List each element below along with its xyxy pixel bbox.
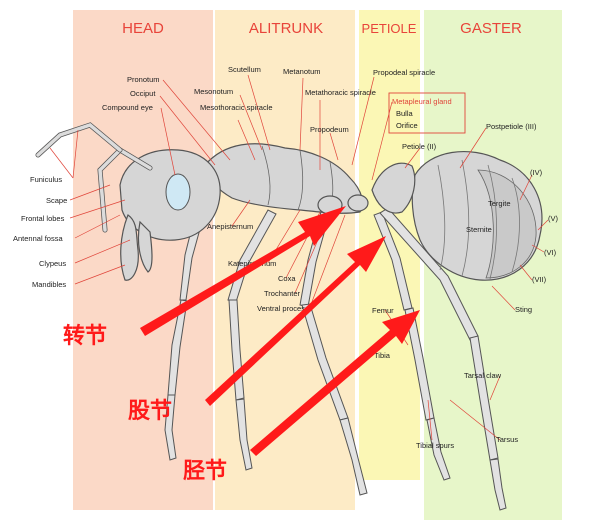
label-trochanter: Trochanter [264,289,300,298]
red-arrows [140,206,420,456]
label-postpetiole-iii: Postpetiole (III) [486,122,537,131]
head-header: HEAD [122,20,164,37]
annotation-trochanter: 转节 [63,323,107,349]
label-anepisternum: Anepisternum [207,222,253,231]
label-metathoracic-spiracle: Metathoracic spiracle [305,88,376,97]
label-mesothoracic-spiracle-text: Mesothoracic spiracle [200,103,273,112]
label-v: (V) [548,214,559,223]
label-tibia: Tibia [374,351,391,360]
label-pronotum: Pronotum [127,75,160,84]
annotation-tibia: 胫节 [183,459,227,484]
label-scape: Scape [46,196,67,205]
label-sting: Sting [515,305,532,314]
label-mandibles: Mandibles [32,280,66,289]
label-petiole-ii: Petiole (II) [402,142,437,151]
label-orifice: Orifice [396,121,418,130]
label-coxa: Coxa [278,274,296,283]
label-iv: (IV) [530,168,543,177]
label-funiculus: Funiculus [30,175,62,184]
label-tarsal-claw: Tarsal claw [464,371,502,380]
label-tarsus: Tarsus [496,435,518,444]
label-propodeum: Propodeum [310,125,349,134]
arrow-trochanter [140,206,346,336]
compound-eye-shape [165,173,191,211]
label-tergite: Tergite [488,199,511,208]
arrow-tibia [250,310,420,456]
petiole-shape [371,162,416,214]
label-vi: (VI) [544,248,557,257]
alitrunk-shape [204,143,364,214]
label-vii: (VII) [532,275,547,284]
label-femur: Femur [372,306,394,315]
gaster-segments [437,159,520,280]
antenna [35,122,153,233]
label-antennal-fossa: Antennal fossa [13,234,63,243]
alitrunk-header: ALITRUNK [249,20,323,37]
mandible-shape-2 [137,220,153,273]
arrow-femur [205,236,386,406]
label-scutellum: Scutellum [228,65,261,74]
label-metapleural-gland: Metapleural gland [392,97,452,106]
leader-lines [49,74,549,441]
label-compound-eye: Compound eye [102,103,153,112]
label-propodeal-spiracle: Propodeal spiracle [373,68,435,77]
label-sternite: Sternite [466,225,492,234]
label-tibial-spurs: Tibial spurs [416,441,454,450]
label-mesonotum: Mesonotum [194,87,233,96]
petiole-header: PETIOLE [362,21,417,36]
label-mesothoracic-spiracle: Mesothoracic spiracle [200,103,273,112]
annotation-femur: 股节 [128,399,172,424]
label-metanotum: Metanotum [283,67,321,76]
label-bulla: Bulla [396,109,414,118]
gaster-header: GASTER [460,20,522,37]
label-occiput: Occiput [130,89,156,98]
label-clypeus: Clypeus [39,259,66,268]
label-ventral-process: Ventral process [257,304,309,313]
label-frontal-lobes: Frontal lobes [21,214,65,223]
mandible-shape [120,214,139,281]
hind-coxa-shape [347,194,369,212]
